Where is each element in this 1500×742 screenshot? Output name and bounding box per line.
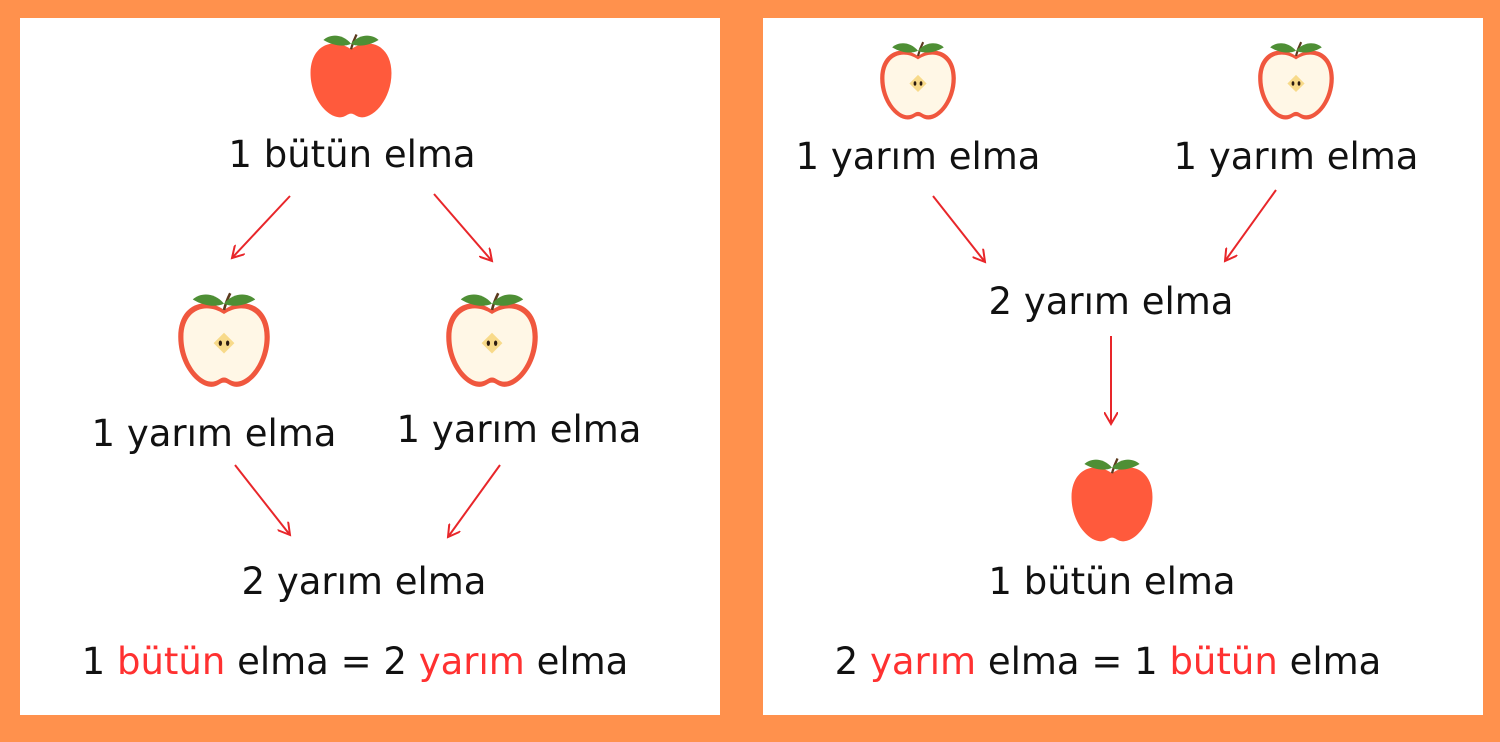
equation-highlight: bütün — [116, 640, 226, 683]
equation-part: 2 — [834, 640, 870, 683]
whole-label: 1 bütün elma — [988, 560, 1236, 603]
sum-label: 2 yarım elma — [241, 560, 487, 603]
equation: 2 yarım elma = 1 bütün elma — [835, 643, 1382, 680]
equation-part: 1 — [81, 640, 117, 683]
equation-part: elma = 2 — [225, 640, 419, 683]
half-apple-icon — [176, 291, 272, 389]
half-left-label: 1 yarım elma — [91, 412, 337, 455]
half-apple-icon — [444, 291, 540, 389]
right-panel: 1 yarım elma 1 yarım elma 2 yarım elma 1… — [763, 18, 1483, 715]
sum-label: 2 yarım elma — [988, 280, 1234, 323]
arrow-icon — [448, 464, 501, 537]
arrow-icon — [433, 193, 492, 261]
arrows-right — [932, 189, 1277, 715]
equation-part: elma — [524, 640, 629, 683]
half-right-label: 1 yarım elma — [396, 408, 642, 451]
arrow-icon — [932, 195, 985, 262]
top-label: 1 bütün elma — [228, 133, 476, 176]
arrows-left — [20, 193, 501, 715]
equation-highlight: bütün — [1169, 640, 1278, 683]
arrow-icon — [232, 195, 291, 258]
equation-highlight: yarım — [869, 640, 977, 683]
equation-part: elma — [1277, 640, 1382, 683]
half-left-label: 1 yarım elma — [795, 135, 1041, 178]
arrow-icon — [234, 464, 290, 535]
half-right-label: 1 yarım elma — [1173, 135, 1419, 178]
equation-highlight: yarım — [418, 640, 525, 683]
left-panel: 1 bütün elma 1 yarım elma 1 yarım elma 2… — [20, 18, 720, 715]
equation: 1 bütün elma = 2 yarım elma — [82, 643, 629, 680]
equation-part: elma = 1 — [976, 640, 1170, 683]
arrow-icon — [1225, 189, 1277, 261]
whole-apple-icon — [1070, 457, 1154, 543]
